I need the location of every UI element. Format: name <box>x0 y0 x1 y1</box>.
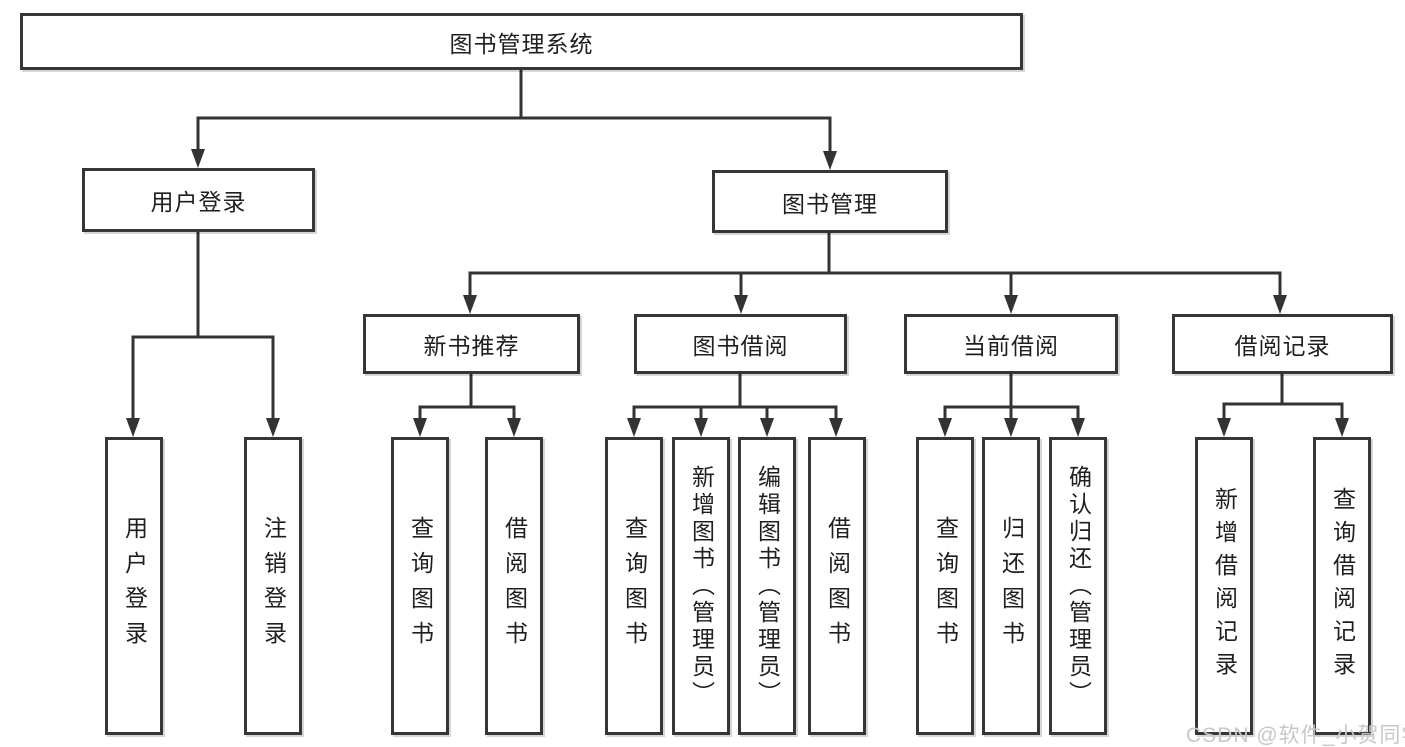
node-book-mgmt-label: 图书管理 <box>782 190 878 217</box>
node-user-login-label: 用户登录 <box>150 189 247 215</box>
leaf-cb-confirm-return-label: 确认归还（管理员） <box>1065 464 1092 708</box>
arrowhead <box>126 418 140 437</box>
arrowhead <box>823 151 837 170</box>
node-book-mgmt: 图书管理 <box>712 170 948 233</box>
arrowhead <box>1335 418 1349 437</box>
arrowhead <box>1273 295 1287 314</box>
leaf-nb-query-book: 查询图书 <box>391 437 449 735</box>
leaf-cb-return-book-label: 归还图书 <box>998 516 1025 656</box>
arrowhead <box>1071 418 1085 437</box>
leaf-bb-edit-book: 编辑图书（管理员） <box>738 437 796 735</box>
leaf-bb-query-book: 查询图书 <box>605 437 663 735</box>
node-borrow-records-label: 借阅记录 <box>1234 333 1331 359</box>
arrowhead <box>734 295 748 314</box>
node-new-book-recommend-label: 新书推荐 <box>423 333 520 359</box>
arrowhead <box>1004 418 1018 437</box>
leaf-cb-query-book: 查询图书 <box>916 437 974 735</box>
leaf-bb-add-book: 新增图书（管理员） <box>672 437 730 735</box>
leaf-nb-borrow-book: 借阅图书 <box>485 437 543 735</box>
leaf-br-add-record: 新增借阅记录 <box>1195 437 1253 735</box>
node-user-login: 用户登录 <box>82 168 315 232</box>
leaf-logout-label: 注销登录 <box>260 516 287 656</box>
arrowhead <box>829 418 843 437</box>
leaf-bb-query-book-label: 查询图书 <box>621 516 648 656</box>
leaf-br-add-record-label: 新增借阅记录 <box>1211 487 1238 685</box>
arrowhead <box>1004 295 1018 314</box>
node-current-borrow-label: 当前借阅 <box>963 333 1059 359</box>
leaf-nb-borrow-book-label: 借阅图书 <box>501 516 528 656</box>
connector-path <box>131 68 1344 421</box>
leaf-logout: 注销登录 <box>244 437 302 735</box>
arrowhead <box>266 418 280 437</box>
node-new-book-recommend: 新书推荐 <box>363 314 580 374</box>
node-book-borrow-label: 图书借阅 <box>692 333 789 359</box>
node-borrow-records: 借阅记录 <box>1172 314 1393 374</box>
arrowhead <box>938 418 952 437</box>
leaf-bb-borrow-book: 借阅图书 <box>808 437 866 735</box>
leaf-cb-confirm-return: 确认归还（管理员） <box>1049 437 1107 735</box>
arrowhead <box>694 418 708 437</box>
node-current-borrow: 当前借阅 <box>904 314 1118 374</box>
arrowhead <box>1217 418 1231 437</box>
arrowhead <box>627 418 641 437</box>
leaf-user-login: 用户登录 <box>105 437 163 735</box>
arrowhead <box>507 418 521 437</box>
leaf-cb-return-book: 归还图书 <box>982 437 1040 735</box>
arrowhead <box>463 295 477 314</box>
node-root-label: 图书管理系统 <box>449 30 594 57</box>
leaf-bb-edit-book-label: 编辑图书（管理员） <box>754 464 781 708</box>
leaf-cb-query-book-label: 查询图书 <box>932 516 959 656</box>
watermark-text: CSDN @软件_小贺同学 <box>1186 724 1405 747</box>
arrowhead <box>191 149 205 168</box>
leaf-br-query-record: 查询借阅记录 <box>1313 437 1371 735</box>
leaf-user-login-label: 用户登录 <box>121 516 148 656</box>
node-root: 图书管理系统 <box>20 13 1023 70</box>
arrowhead <box>760 418 774 437</box>
arrowhead <box>413 418 427 437</box>
node-book-borrow: 图书借阅 <box>634 314 847 374</box>
leaf-bb-add-book-label: 新增图书（管理员） <box>688 464 715 708</box>
leaf-br-query-record-label: 查询借阅记录 <box>1329 487 1356 685</box>
leaf-nb-query-book-label: 查询图书 <box>407 516 434 656</box>
leaf-bb-borrow-book-label: 借阅图书 <box>824 516 851 656</box>
